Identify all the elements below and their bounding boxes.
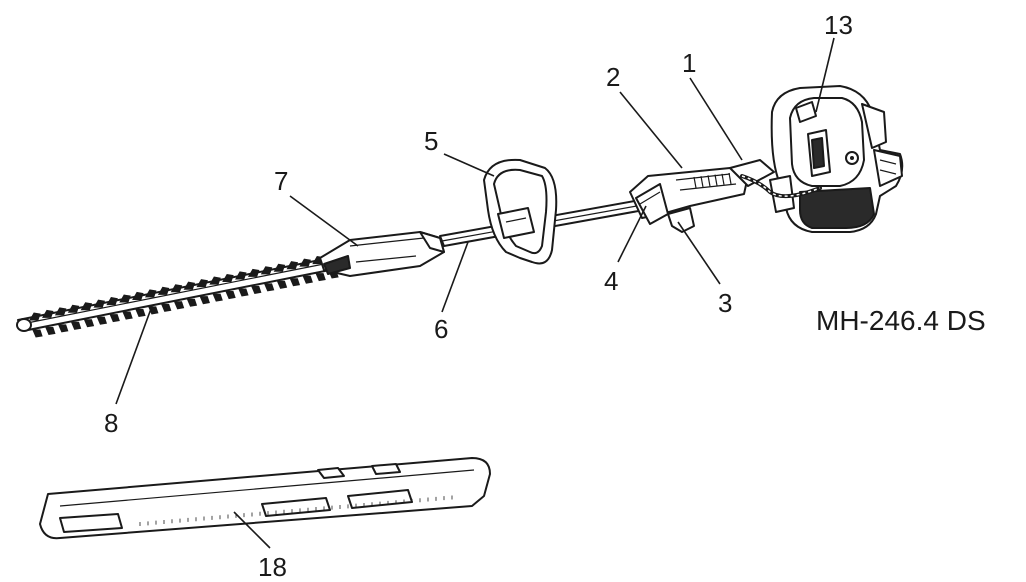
grip-ridges bbox=[693, 172, 732, 189]
cutter-tooth bbox=[183, 281, 196, 290]
grip-ridge bbox=[700, 176, 704, 188]
blade-cover-ticks bbox=[139, 495, 453, 526]
cutter-tooth bbox=[96, 316, 108, 325]
cutter-tooth bbox=[160, 303, 172, 312]
cutter-tooth bbox=[173, 301, 185, 310]
grip-ridge bbox=[693, 176, 697, 189]
cutter-tooth bbox=[93, 299, 106, 308]
cutter-tooth bbox=[83, 319, 95, 328]
cutter-tooth bbox=[289, 278, 301, 287]
callout-3: 3 bbox=[718, 288, 732, 318]
cutter-bar-drawing bbox=[16, 253, 341, 338]
cutter-tooth bbox=[235, 271, 247, 280]
cutter-tooth bbox=[170, 284, 183, 293]
cutter-tooth bbox=[286, 261, 299, 270]
cutter-tooth bbox=[225, 291, 236, 300]
cutter-tooth bbox=[222, 273, 234, 283]
cutter-tooth bbox=[247, 268, 260, 277]
callout-1: 1 bbox=[682, 48, 696, 78]
blade-cover-drawing bbox=[39, 457, 491, 540]
callout-labels: 13 1 2 3 4 5 6 7 8 18 bbox=[104, 10, 853, 582]
cutter-tooth bbox=[212, 293, 223, 302]
gearbox-drawing bbox=[319, 231, 445, 277]
cutter-tooth bbox=[263, 283, 275, 292]
leader-6 bbox=[441, 241, 469, 313]
leader-2 bbox=[619, 91, 683, 169]
leader-18 bbox=[233, 511, 271, 549]
cutter-tooth bbox=[209, 276, 221, 285]
callout-5: 5 bbox=[424, 126, 438, 156]
cutter-tooth bbox=[196, 279, 208, 288]
model-label: MH-246.4 DS bbox=[816, 305, 986, 336]
callout-18: 18 bbox=[258, 552, 287, 582]
cutter-tooth bbox=[119, 294, 131, 303]
cutter-tooth bbox=[29, 312, 41, 321]
leader-13 bbox=[815, 37, 835, 113]
callout-7: 7 bbox=[274, 166, 288, 196]
cutter-tooth bbox=[302, 275, 313, 284]
cutter-tooth bbox=[42, 309, 54, 318]
grip-ridge bbox=[714, 174, 718, 186]
callout-8: 8 bbox=[104, 408, 118, 438]
leader-3 bbox=[677, 221, 721, 285]
cutter-tooth bbox=[157, 286, 170, 295]
leader-lines bbox=[115, 37, 835, 549]
cutter-tooth bbox=[251, 285, 262, 294]
leader-8 bbox=[115, 305, 153, 405]
cutter-tooth bbox=[186, 298, 198, 307]
leader-7 bbox=[289, 195, 359, 247]
cutter-tooth bbox=[276, 280, 288, 289]
cutter-tooth bbox=[80, 302, 93, 311]
leader-1 bbox=[689, 77, 743, 161]
cutter-tooth bbox=[238, 288, 249, 297]
callout-2: 2 bbox=[606, 62, 620, 92]
callout-6: 6 bbox=[434, 314, 448, 344]
cutter-tooth bbox=[260, 266, 273, 275]
cutter-teeth-top bbox=[29, 253, 337, 321]
cutter-tooth bbox=[315, 273, 326, 282]
cutter-teeth-bottom bbox=[32, 270, 339, 338]
leader-5 bbox=[443, 153, 495, 177]
cutter-tooth bbox=[109, 314, 120, 323]
cutter-tooth bbox=[106, 297, 118, 306]
cutter-tooth bbox=[67, 304, 80, 313]
cutter-tooth bbox=[199, 296, 210, 305]
grip-ridge bbox=[721, 173, 725, 185]
cutter-tooth bbox=[135, 308, 146, 318]
callout-13: 13 bbox=[824, 10, 853, 40]
cutter-tooth bbox=[45, 326, 56, 335]
throttle-cable-highlight bbox=[741, 175, 821, 197]
grip-ridge bbox=[728, 172, 732, 185]
cutter-tooth bbox=[144, 289, 157, 298]
cutter-tooth bbox=[122, 311, 133, 320]
cutter-tooth bbox=[299, 258, 311, 267]
leader-4 bbox=[617, 205, 647, 263]
cutter-tooth bbox=[54, 307, 67, 316]
cutter-tooth bbox=[32, 329, 43, 338]
cutter-tooth bbox=[57, 324, 69, 333]
rear-handle-drawing bbox=[629, 159, 775, 233]
engine-drawing bbox=[769, 85, 904, 233]
front-handle-drawing bbox=[483, 158, 558, 265]
cutter-tooth bbox=[273, 263, 286, 272]
callout-4: 4 bbox=[604, 266, 618, 296]
cutter-tooth bbox=[70, 321, 82, 330]
cutter-tooth bbox=[132, 291, 144, 300]
grip-ridge bbox=[707, 175, 711, 187]
